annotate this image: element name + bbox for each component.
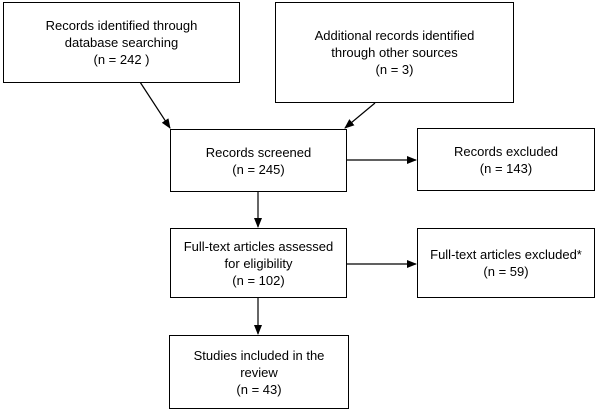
box-records-screened-line-2: (n = 245) [232, 161, 285, 177]
box-records-excluded: Records excluded (n = 143) [417, 128, 595, 191]
box-studies-included: Studies included in the review (n = 43) [169, 335, 349, 409]
box-studies-included-line-1: Studies included in the [193, 347, 325, 363]
box-records-identified-line-3: (n = 242 ) [93, 52, 150, 67]
box-records-identified: Records identified through database sear… [3, 2, 240, 83]
box-records-screened: Records screened (n = 245) [170, 129, 347, 192]
box-full-text-assessed-line-2: for eligibility [224, 255, 293, 271]
box-records-screened-line-1: Records screened [205, 144, 312, 160]
box-records-identified-line-1: Records identified through [45, 18, 198, 33]
box-additional-records: Additional records identified through ot… [275, 2, 514, 103]
box-full-text-assessed-line-1: Full-text articles assessed [183, 238, 334, 254]
box-records-excluded-line-1: Records excluded [453, 143, 559, 159]
box-full-text-assessed: Full-text articles assessed for eligibil… [170, 228, 347, 298]
arrow-additional-to-screened [344, 102, 376, 129]
box-full-text-excluded-line-1: Full-text articles excluded* [430, 247, 582, 262]
arrow-identified-to-screened [139, 81, 171, 129]
box-additional-records-line-2: through other sources [331, 45, 458, 60]
box-full-text-excluded-line-2: (n = 59) [483, 264, 529, 279]
box-studies-included-line-3: (n = 43) [236, 381, 282, 397]
box-full-text-excluded: Full-text articles excluded* (n = 59) [417, 228, 595, 298]
box-records-excluded-line-2: (n = 143) [479, 160, 533, 176]
box-studies-included-line-2: review [240, 364, 278, 380]
box-records-identified-line-2: database searching [64, 35, 179, 50]
box-additional-records-line-3: (n = 3) [375, 62, 414, 77]
box-full-text-assessed-line-3: (n = 102) [232, 272, 285, 288]
box-additional-records-line-1: Additional records identified [314, 28, 475, 43]
